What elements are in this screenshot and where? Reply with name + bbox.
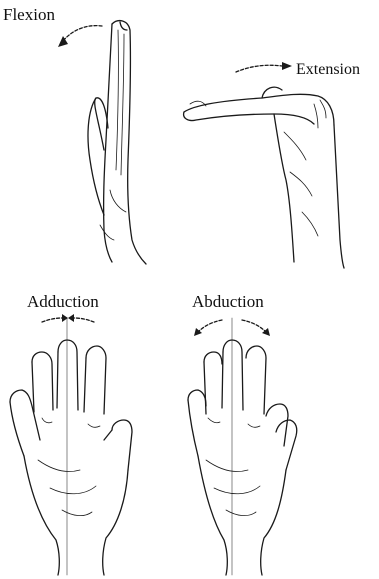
flexion-label: Flexion [3,6,55,23]
adduction-hand-illustration [10,318,132,575]
extension-arrow-icon [236,62,292,72]
adduction-label: Adduction [27,293,99,310]
extension-hand-illustration [184,87,344,268]
abduction-hand-illustration [188,318,297,575]
flexion-hand-illustration [88,21,146,264]
extension-label: Extension [296,62,360,78]
abduction-label: Abduction [192,293,264,310]
adduction-arrows-icon [42,314,94,322]
flexion-arrow-icon [58,26,102,47]
